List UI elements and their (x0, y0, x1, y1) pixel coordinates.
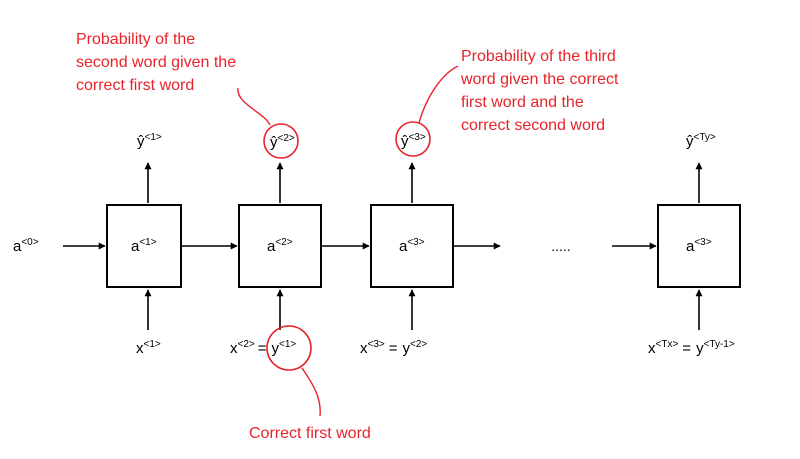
highlight-circle-yhat2 (263, 123, 299, 159)
rnn-cell-2 (238, 204, 322, 288)
rnn-cell-3 (370, 204, 454, 288)
label-yhat2: ŷ<2> (270, 133, 295, 151)
rnn-cell-1 (106, 204, 182, 288)
label-x1: x<1> (136, 339, 161, 357)
label-a0: a<0> (13, 237, 39, 255)
label-a1: a<1> (131, 237, 157, 255)
label-a3: a<3> (399, 237, 425, 255)
annotation-second-word: Probability of the second word given the… (76, 31, 241, 94)
connector-first-word (301, 367, 321, 417)
label-a2: a<2> (267, 237, 293, 255)
label-yhatT: ŷ<Ty> (686, 132, 716, 150)
label-yhat1: ŷ<1> (137, 132, 162, 150)
label-x2-eq-y1: x<2>=y<1> (230, 339, 296, 357)
ellipsis: ..... (551, 238, 570, 254)
rnn-cell-T (657, 204, 741, 288)
highlight-circle-yhat3 (395, 121, 431, 157)
annotation-first-word: Correct first word (249, 425, 371, 442)
connector-third-word (418, 65, 459, 124)
label-xTx-eq-yTm1: x<Tx>=y<Ty-1> (648, 339, 735, 357)
annotation-third-word: Probability of the third word given the … (460, 48, 623, 134)
connector-second-word (237, 87, 271, 126)
label-aT: a<3> (686, 237, 712, 255)
label-yhat3: ŷ<3> (401, 132, 426, 150)
highlight-circle-y1 (266, 325, 312, 371)
label-x3-eq-y2: x<3>=y<2> (360, 339, 427, 357)
